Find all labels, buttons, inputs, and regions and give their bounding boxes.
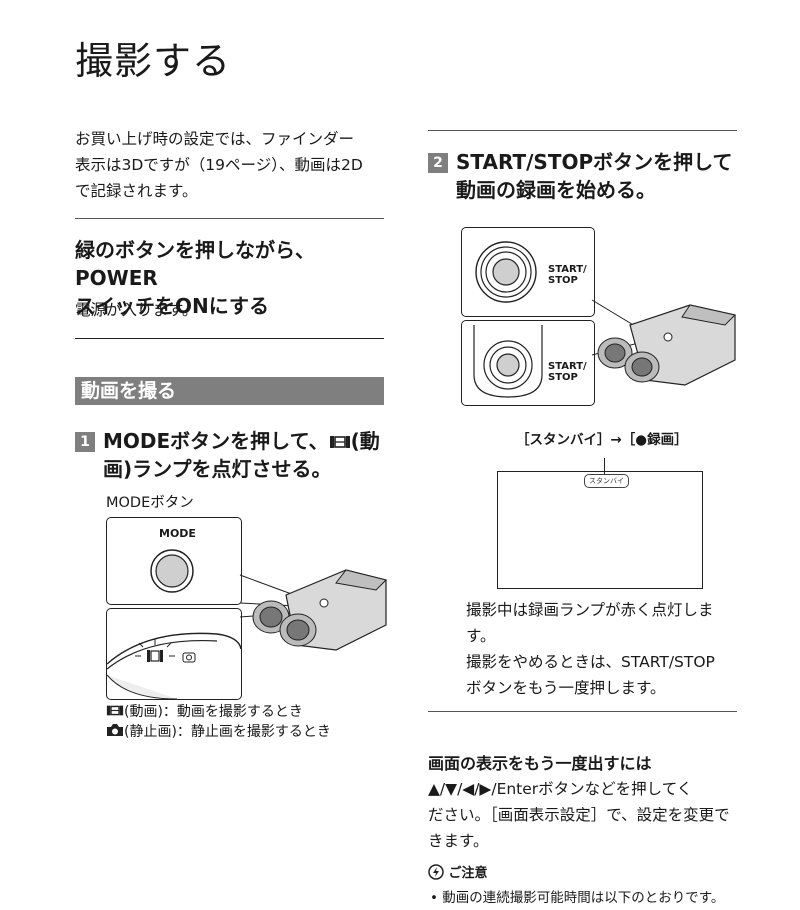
mode-callout: MODEボタン (106, 495, 194, 511)
mode-legend: (動画)：動画を撮影するとき (静止画)：静止画を撮影するとき (106, 702, 331, 742)
divider (75, 218, 384, 219)
power-body: 電源が入ります。 (75, 301, 198, 319)
start-stop-button-icon[interactable] (474, 240, 538, 304)
note-bullet: • 動画の連続撮影可能時間は以下のとおりです。 (430, 890, 725, 906)
mode-button-icon[interactable] (149, 548, 195, 594)
power-heading: 緑のボタンを押しながら、POWER スイッチをONにする (75, 236, 395, 320)
start-stop-button-icon[interactable] (468, 325, 548, 401)
redisplay-heading: 画面の表示をもう一度出すには (428, 754, 652, 773)
mode-label: MODE (159, 527, 196, 540)
mode-button-panel: MODE (106, 517, 242, 605)
legend-item: (動画)：動画を撮影するとき (106, 702, 331, 722)
step-number: 2 (428, 153, 448, 173)
state-caption: ［スタンバイ］→［●録画］ (516, 432, 688, 448)
note-heading: ご注意 (428, 862, 488, 881)
legend-item: (静止画)：静止画を撮影するとき (106, 722, 331, 742)
movie-icon (329, 436, 350, 448)
section-bar: 動画を撮る (75, 377, 384, 405)
redisplay-body: ▲/▼/◀/▶/Enterボタンなどを押してく ださい。［画面表示設定］で、設定… (428, 780, 730, 850)
page-title: 撮影する (75, 39, 232, 83)
start-stop-panel: START/ STOP (461, 227, 595, 317)
camcorder-illustration (239, 569, 387, 651)
divider (428, 130, 737, 131)
camera-icon (107, 724, 123, 736)
divider (428, 711, 737, 712)
standby-indicator: スタンバイ (584, 474, 629, 488)
power-heading-line: スイッチをONにする (75, 294, 269, 318)
step1-heading: 1 MODEボタンを押して、 (動 画)ランプを点灯させる。 (75, 427, 395, 483)
step1-heading-line: MODEボタンを押して、 (103, 429, 329, 453)
intro-line: お買い上げ時の設定では、ファインダー (75, 130, 355, 148)
step-number: 1 (75, 432, 95, 452)
camcorder-illustration (591, 299, 736, 386)
lamp-closeup-icon (107, 632, 241, 699)
divider (75, 338, 384, 339)
intro-line: 表示は3Dですが（19ページ）、動画は2D (75, 156, 363, 174)
caution-icon (428, 864, 444, 880)
intro-text: お買い上げ時の設定では、ファインダー 表示は3Dですが（19ページ）、動画は2D… (75, 126, 385, 204)
step1-heading-line: (動 (350, 429, 380, 453)
lamp-closeup-panel (106, 608, 242, 700)
step1-heading-line: 画)ランプを点灯させる。 (103, 457, 332, 481)
start-stop-label: START/ STOP (548, 361, 587, 383)
start-stop-label: START/ STOP (548, 264, 587, 286)
step2-body: 撮影中は録画ランプが赤く点灯しま す。 撮影をやめるときは、START/STOP… (466, 601, 715, 697)
start-stop-panel-alt: START/ STOP (461, 320, 595, 406)
pointer-line (604, 458, 605, 474)
movie-icon (106, 705, 124, 716)
power-heading-line: 緑のボタンを押しながら、POWER (75, 238, 315, 290)
intro-line: で記録されます。 (75, 182, 198, 200)
viewfinder-screen: スタンバイ (497, 471, 703, 589)
